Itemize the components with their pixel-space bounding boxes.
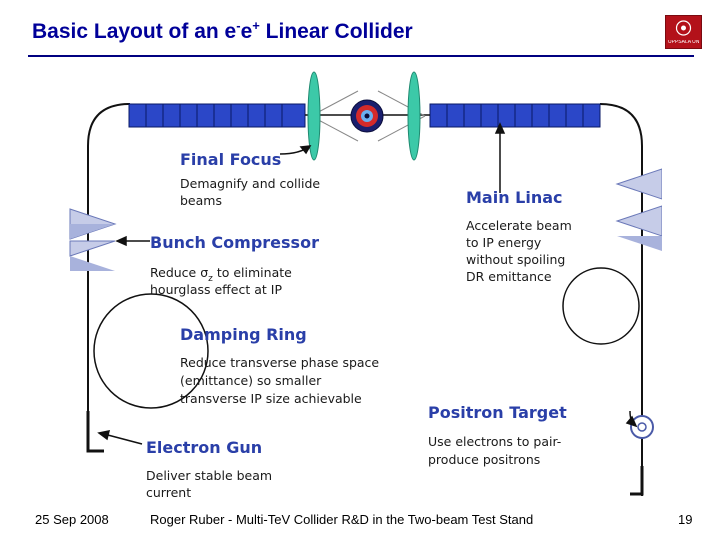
bunch-compressor-label: Bunch Compressor Reduce σz to eliminate … <box>150 233 319 297</box>
damping-ring-line-2: (emittance) so smaller <box>180 373 322 388</box>
damping-ring-label: Damping Ring Reduce transverse phase spa… <box>180 325 379 406</box>
main-linac-line-1: Accelerate beam <box>466 218 572 233</box>
positron-damping-ring <box>562 267 640 345</box>
title-underline <box>28 55 694 57</box>
detector-icon <box>350 99 384 133</box>
footer-date: 25 Sep 2008 <box>35 512 109 527</box>
bunch-compressor-line-2: hourglass effect at IP <box>150 282 282 297</box>
focus-lens-left <box>307 71 321 161</box>
figure-background <box>68 66 662 502</box>
positron-target-heading: Positron Target <box>428 403 567 422</box>
final-focus-line-1: Demagnify and collide <box>180 176 320 191</box>
main-linac-heading: Main Linac <box>466 188 563 207</box>
final-focus-label: Final Focus Demagnify and collide beams <box>180 150 320 208</box>
page-number: 19 <box>678 512 693 527</box>
positron-beamline <box>368 103 654 496</box>
main-linac-line-3: without spoiling <box>466 252 565 267</box>
electron-main-linac <box>128 103 306 128</box>
positron-target-label: Positron Target Use electrons to pair- p… <box>428 403 567 467</box>
electron-gun-line-2: current <box>146 485 191 500</box>
footer-presentation-title: Roger Ruber - Multi-TeV Collider R&D in … <box>150 512 534 527</box>
damping-ring-heading: Damping Ring <box>180 325 307 344</box>
electron-gun-heading: Electron Gun <box>146 438 262 457</box>
slide-title: Basic Layout of an e-e+ Linear Collider <box>32 18 413 43</box>
collider-layout-diagram: Final Focus Demagnify and collide beams … <box>68 66 662 502</box>
positron-bunch-compressor-icon <box>615 168 662 251</box>
electron-damping-ring <box>93 293 209 409</box>
final-focus-line-2: beams <box>180 193 222 208</box>
electron-gun-label: Electron Gun Deliver stable beam current <box>146 438 272 500</box>
logo-text: UPPSALA UNIVERSITET <box>668 40 699 45</box>
bunch-compressor-line-1: Reduce σz to eliminate <box>150 265 292 284</box>
positron-target-icon <box>630 415 654 439</box>
electron-gun-icon <box>86 411 104 453</box>
electron-gun-line-1: Deliver stable beam <box>146 468 272 483</box>
main-linac-label: Main Linac Accelerate beam to IP energy … <box>466 188 572 284</box>
university-logo: UPPSALA UNIVERSITET <box>665 15 702 49</box>
damping-ring-line-1: Reduce transverse phase space <box>180 355 379 370</box>
final-focus-icon <box>307 71 426 161</box>
electron-bunch-compressor-icon <box>69 208 117 271</box>
final-focus-heading: Final Focus <box>180 150 281 169</box>
focus-lens-right <box>407 71 421 161</box>
main-linac-line-2: to IP energy <box>466 235 542 250</box>
positron-target-line-2: produce positrons <box>428 452 540 467</box>
main-linac-line-4: DR emittance <box>466 269 552 284</box>
bunch-compressor-heading: Bunch Compressor <box>150 233 319 252</box>
damping-ring-line-3: transverse IP size achievable <box>180 391 362 406</box>
label-arrows <box>97 122 638 445</box>
crest-icon <box>675 20 692 36</box>
positron-target-line-1: Use electrons to pair- <box>428 434 561 449</box>
